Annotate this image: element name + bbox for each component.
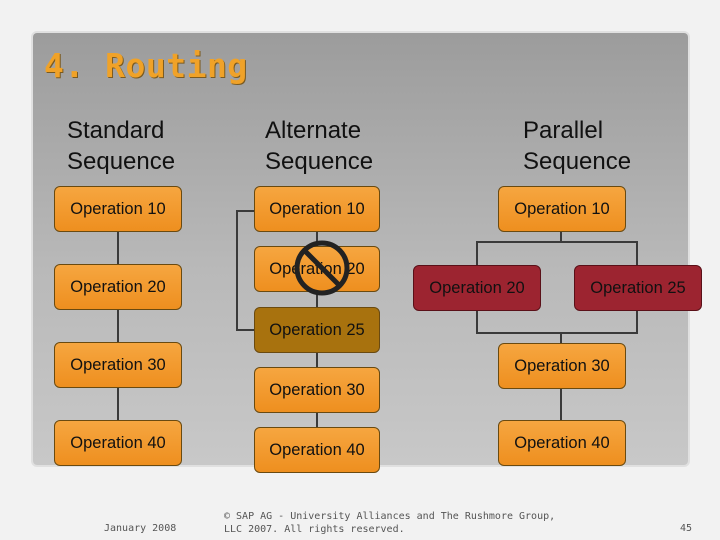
connector [316,232,318,246]
footer-date: January 2008 [104,523,177,534]
standard-operation-30: Operation 30 [54,342,182,388]
connector [236,210,256,212]
page-number: 45 [680,523,693,534]
footer-copyright-line-1: © SAP AG - University Alliances and The … [224,511,556,522]
parallel-operation-30: Operation 30 [498,343,626,389]
parallel-sequence-header: Parallel Sequence [523,115,631,177]
connector [316,353,318,367]
alternate-sequence-header: Alternate Sequence [265,115,373,177]
alternate-operation-10: Operation 10 [254,186,380,232]
connector [236,329,256,331]
alternate-operation-20: Operation 20 [254,246,380,292]
connector [636,311,638,333]
connector [560,332,562,343]
alternate-operation-25: Operation 25 [254,307,380,353]
connector [476,241,478,265]
parallel-operation-10: Operation 10 [498,186,626,232]
connector [117,232,119,264]
connector [476,311,478,333]
connector [560,232,562,242]
standard-header-line-1: Standard [67,117,165,144]
prohibited-icon [294,240,350,296]
footer-copyright: © SAP AG - University Alliances and The … [224,510,555,536]
connector [476,241,638,243]
alternate-operation-30: Operation 30 [254,367,380,413]
parallel-operation-40: Operation 40 [498,420,626,466]
standard-sequence-header: Standard Sequence [67,115,175,177]
connector [560,389,562,420]
standard-operation-10: Operation 10 [54,186,182,232]
parallel-operation-25: Operation 25 [574,265,702,311]
parallel-header-line-1: Parallel [523,117,604,144]
connector [117,310,119,342]
connector [117,388,119,420]
parallel-header-line-2: Sequence [523,148,632,175]
standard-operation-40: Operation 40 [54,420,182,466]
slide-title: 4. Routing [44,46,248,85]
alternate-header-line-2: Sequence [265,148,374,175]
connector [636,241,638,265]
connector [236,210,238,330]
standard-header-line-2: Sequence [67,148,176,175]
connector [476,332,638,334]
standard-operation-20: Operation 20 [54,264,182,310]
alternate-operation-40: Operation 40 [254,427,380,473]
alternate-header-line-1: Alternate [265,117,362,144]
footer-copyright-line-2: LLC 2007. All rights reserved. [224,524,405,535]
parallel-operation-20: Operation 20 [413,265,541,311]
connector [316,413,318,427]
connector [316,292,318,307]
